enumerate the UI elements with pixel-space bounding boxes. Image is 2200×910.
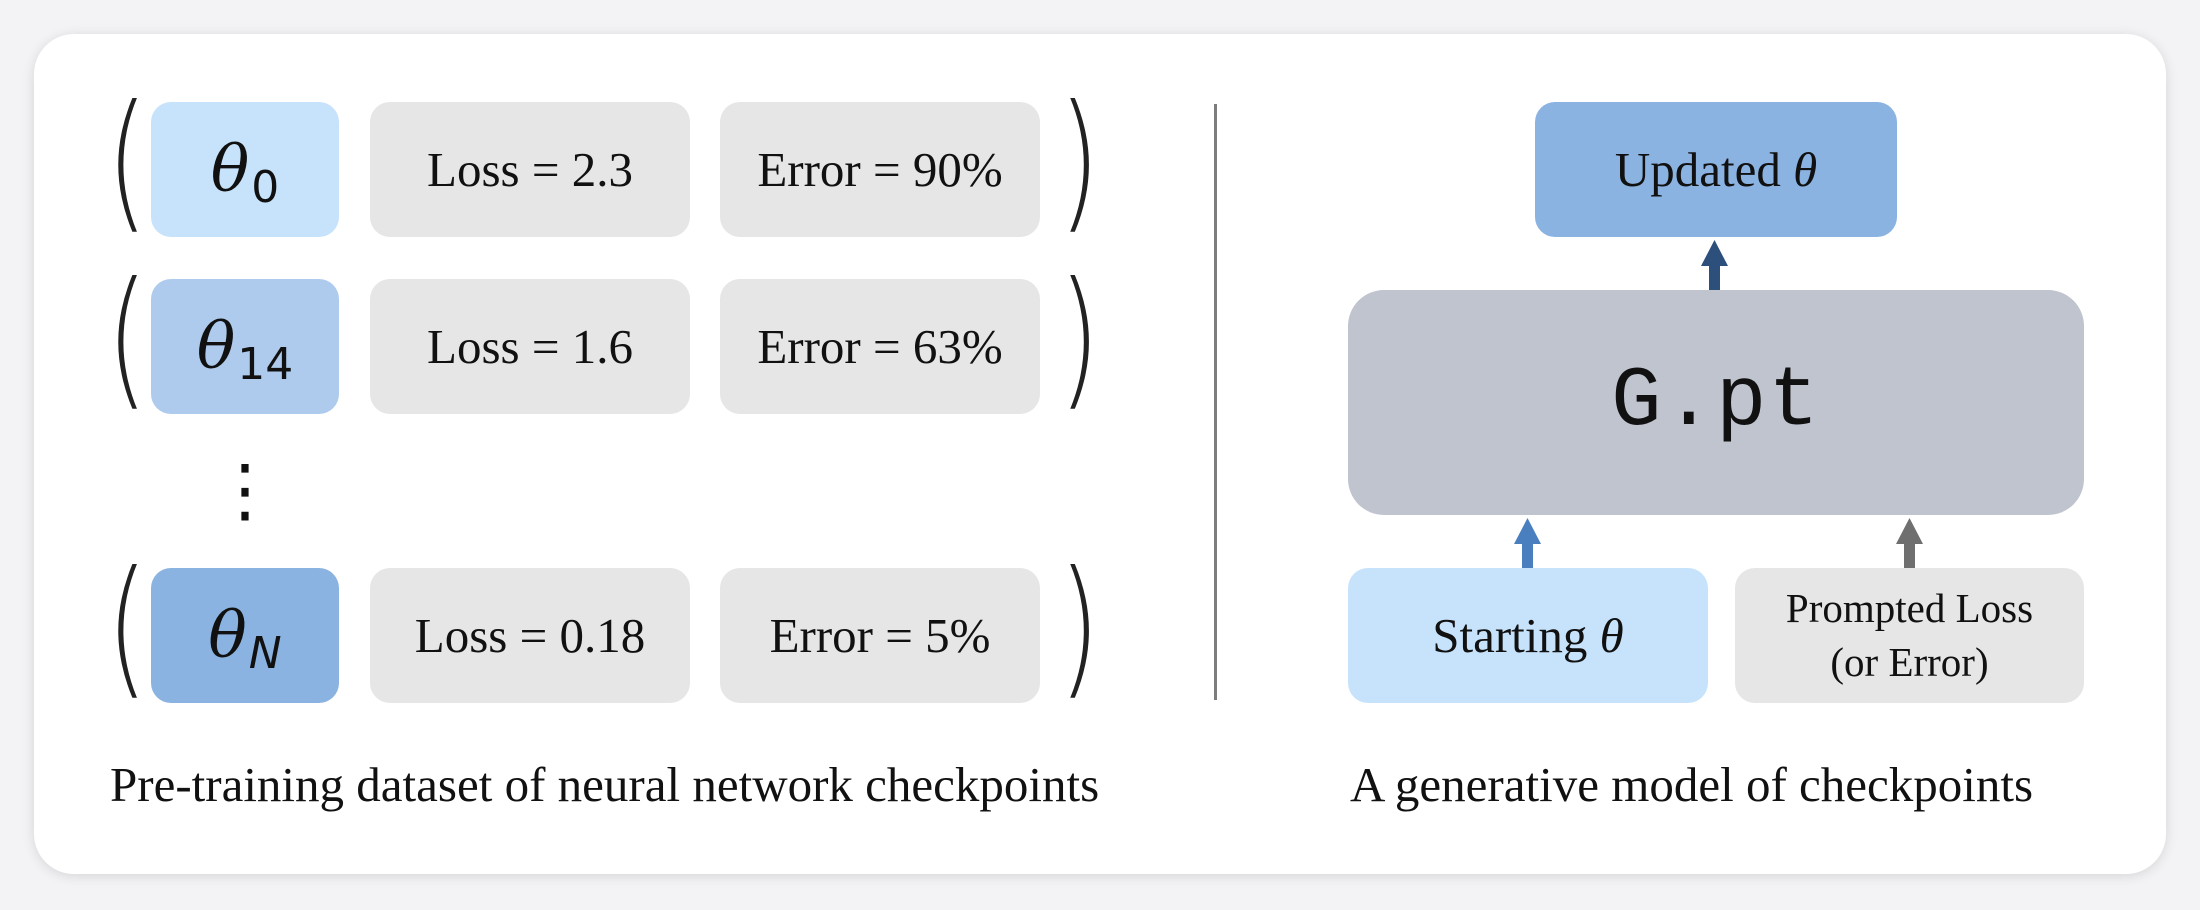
theta-symbol-0: θ <box>210 132 250 207</box>
error-box-0: Error = 90% <box>720 102 1040 237</box>
right-paren-row-2: ) <box>1058 540 1100 714</box>
section-divider <box>1214 104 1217 700</box>
vertical-ellipsis: ⋮ <box>210 449 280 531</box>
arrow-to-updated-theta <box>1701 240 1728 290</box>
arrow-from-starting-theta <box>1514 518 1541 568</box>
theta-subscript-0: 0 <box>251 162 280 213</box>
updated-theta-symbol: θ <box>1793 142 1818 197</box>
theta-subscript-1: 14 <box>237 339 294 390</box>
updated-label: Updated <box>1614 142 1781 197</box>
left-paren-row-1: ( <box>106 251 148 425</box>
error-box-2: Error = 5% <box>720 568 1040 703</box>
theta-subscript-2: N <box>248 628 282 679</box>
model-caption: A generative model of checkpoints <box>1350 757 2034 812</box>
left-paren-row-2: ( <box>106 540 148 714</box>
prompted-loss-line-1: Prompted Loss <box>1785 585 2034 632</box>
starting-label: Starting <box>1432 608 1588 663</box>
updated-theta-box: Updated θ <box>1535 102 1897 237</box>
error-box-1: Error = 63% <box>720 279 1040 414</box>
loss-box-1: Loss = 1.6 <box>370 279 690 414</box>
right-paren-row-1: ) <box>1058 251 1100 425</box>
theta-symbol-1: θ <box>196 309 236 384</box>
starting-theta-symbol: θ <box>1599 608 1624 663</box>
left-paren-row-0: ( <box>106 74 148 248</box>
theta-symbol-2: θ <box>208 598 247 673</box>
gpt-model-box: G.pt <box>1348 290 2084 515</box>
starting-theta-box: Starting θ <box>1348 568 1708 703</box>
right-paren-row-0: ) <box>1058 74 1100 248</box>
loss-box-0: Loss = 2.3 <box>370 102 690 237</box>
loss-box-2: Loss = 0.18 <box>370 568 690 703</box>
arrow-from-prompted-loss <box>1896 518 1923 568</box>
dataset-caption: Pre-training dataset of neural network c… <box>110 757 1100 812</box>
prompted-loss-line-2: (or Error) <box>1830 638 1989 685</box>
prompted-loss-box: Prompted Loss (or Error) <box>1735 568 2084 703</box>
